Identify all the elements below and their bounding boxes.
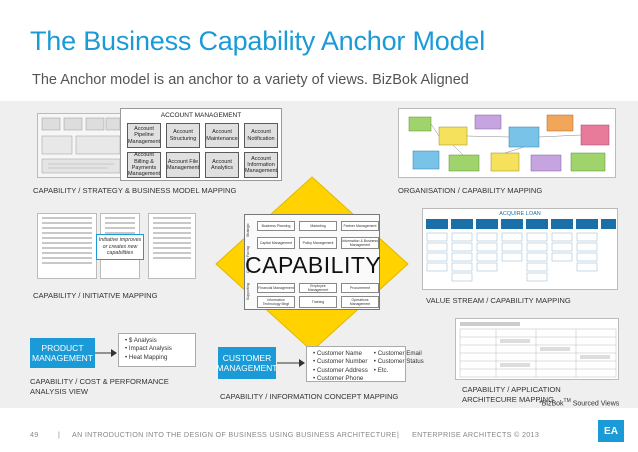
customer-management-box: CUSTOMER MANAGEMENT (217, 347, 277, 379)
account-management-title: ACCOUNT MANAGEMENT (160, 112, 242, 119)
strategy-model-thumbnail (37, 113, 123, 178)
bizbok-note: *BizBokTM Sourced Views (539, 398, 619, 407)
footer-separator: | (397, 430, 400, 439)
initiative-table-thumbnail (37, 213, 97, 279)
footer-presentation-title: AN INTRODUCTION INTO THE DESIGN OF BUSIN… (72, 430, 397, 439)
value-stream-stage (501, 219, 523, 229)
account-box-information: Account Information Management (244, 152, 278, 178)
cost-analysis-caption-line2: ANALYSIS VIEW (30, 387, 89, 396)
footer-copyright: ENTERPRISE ARCHITECTS © 2013 (412, 430, 540, 439)
capability-group-strategic: Strategic (246, 223, 250, 237)
initiative-list-thumbnail (148, 213, 196, 279)
bizbok-note-prefix: *BizBok (539, 400, 564, 408)
value-stream-cells (426, 232, 598, 282)
account-box-file: Account File Management (166, 152, 200, 178)
capability-cell: Policy Management (299, 237, 337, 249)
value-stream-stage (526, 219, 548, 229)
account-management-panel: ACCOUNT MANAGEMENT Account Pipeline Mana… (120, 108, 282, 181)
application-mapping-caption-line2: ARCHITECURE MAPPING (462, 395, 554, 404)
customer-management-bullets: Customer Name Customer Number Customer A… (306, 346, 424, 382)
application-table-icon (459, 322, 617, 378)
product-management-bullets: $ Analysis Impact Analysis Heat Mapping (118, 333, 196, 367)
bullet-item: Customer Email (374, 350, 424, 358)
capability-cell: Partner Management (341, 221, 379, 231)
capability-cell: Information Technology Mngt (257, 296, 295, 308)
application-architecture-thumbnail (455, 318, 619, 380)
capability-map: Strategic Customer Facing Supporting Bus… (244, 214, 382, 310)
bullet-item: Customer Number (313, 358, 368, 366)
ea-logo: EA (598, 420, 624, 442)
account-box-maintenance: Account Maintenance (205, 123, 239, 148)
information-concept-caption: CAPABILITY / INFORMATION CONCEPT MAPPING (220, 392, 399, 401)
footer-page-number: 49 (30, 430, 39, 439)
initiative-callout-text: Initiative improves or creates new capab… (98, 237, 142, 257)
bullet-item: Customer Phone (313, 375, 368, 383)
value-stream-title: ACQUIRE LOAN (499, 211, 541, 217)
account-box-notification: Account Notification (244, 123, 278, 148)
strategy-diagram-icon (41, 117, 121, 174)
bullet-item: Impact Analysis (125, 345, 189, 353)
capability-cell: Capital Management (257, 237, 295, 249)
capability-label: CAPABILITY (245, 252, 382, 278)
page-title: The Business Capability Anchor Model (30, 26, 486, 56)
bullet-item: Heat Mapping (125, 354, 189, 362)
capability-group-supporting: Supporting (246, 283, 250, 301)
bullet-item: $ Analysis (125, 337, 189, 345)
value-stream-stage (451, 219, 473, 229)
capability-cell: Information & Business Management (341, 237, 379, 249)
value-stream-mapping-caption: VALUE STREAM / CAPABILITY MAPPING (426, 296, 571, 305)
bizbok-note-suffix: Sourced Views (570, 400, 620, 408)
capability-cell: Operations Management (341, 296, 379, 308)
value-stream-stage (551, 219, 573, 229)
capability-cell: Financial Management (257, 283, 295, 293)
org-chart-icon (408, 114, 610, 172)
initiative-callout: Initiative improves or creates new capab… (96, 234, 144, 260)
capability-cell: Employee Management (299, 283, 337, 293)
account-box-pipeline: Account Pipeline Management (127, 123, 161, 148)
capability-cell: Marketing (299, 221, 337, 231)
bullet-item: Customer Name (313, 350, 368, 358)
bullet-item: Customer Status (374, 358, 424, 366)
account-box-billing: Account Billing & Payments Management (127, 152, 161, 178)
value-stream-stage (601, 219, 616, 229)
page-subtitle: The Anchor model is an anchor to a varie… (32, 72, 469, 88)
value-stream-thumbnail: ACQUIRE LOAN (422, 208, 618, 290)
bullet-item: Customer Address (313, 367, 368, 375)
product-management-box: PRODUCT MANAGEMENT (30, 338, 95, 368)
arrow-icon (277, 359, 305, 367)
customer-bullets-left: Customer Name Customer Number Customer A… (313, 350, 368, 382)
application-mapping-caption-line1: CAPABILITY / APPLICATION (462, 385, 561, 394)
initiative-mapping-caption: CAPABILITY / INITIATIVE MAPPING (33, 291, 158, 300)
bizbok-note-trademark: TM (563, 398, 571, 404)
strategy-mapping-caption: CAPABILITY / STRATEGY & BUSINESS MODEL M… (33, 186, 237, 195)
organisation-chart-thumbnail (398, 108, 616, 178)
value-stream-stage (426, 219, 448, 229)
customer-bullets-right: Customer Email Customer Status Etc. (374, 350, 424, 378)
footer-separator: | (58, 430, 61, 439)
cost-analysis-caption-line1: CAPABILITY / COST & PERFORMANCE (30, 377, 169, 386)
bullet-item: Etc. (374, 367, 424, 375)
account-box-analytics: Account Analytics (205, 152, 239, 178)
capability-cell: Business Planning (257, 221, 295, 231)
value-stream-stage (476, 219, 498, 229)
account-box-structuring: Account Structuring (166, 123, 200, 148)
arrow-icon (95, 349, 117, 357)
capability-cell: Training (299, 296, 337, 308)
capability-cell: Procurement (341, 283, 379, 293)
organisation-mapping-caption: ORGANISATION / CAPABILITY MAPPING (398, 186, 543, 195)
value-stream-stage (576, 219, 598, 229)
